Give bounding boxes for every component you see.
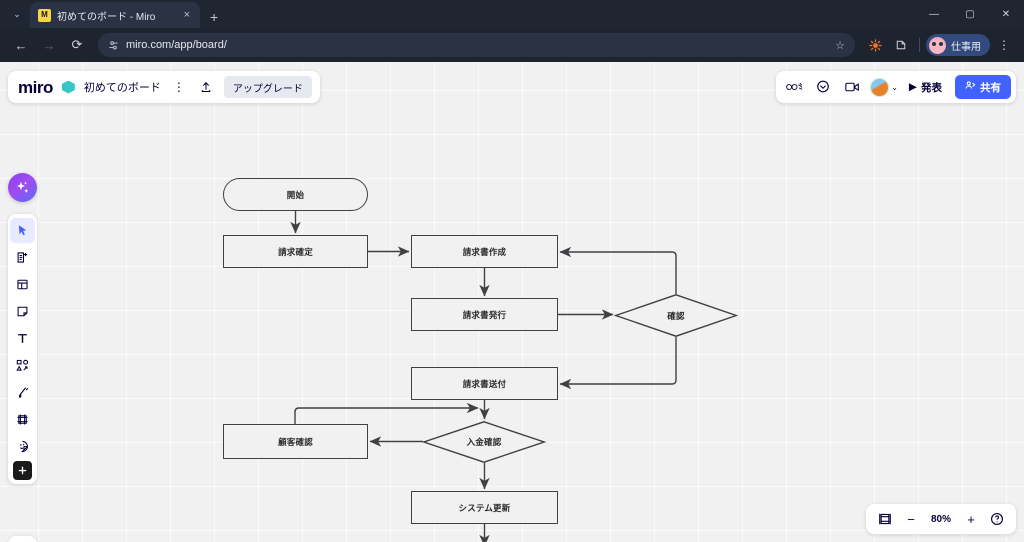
frame-layout-tool[interactable] <box>10 272 35 297</box>
fit-to-screen-icon[interactable] <box>874 508 896 530</box>
flow-node-create[interactable]: 請求書作成 <box>411 235 558 268</box>
back-icon[interactable]: ← <box>14 37 28 53</box>
flowchart: 開始 請求確定 請求書作成 請求書発行 確認 請求書送付 顧客確認 <box>0 62 1024 542</box>
board-cube-icon <box>61 80 75 94</box>
new-tab-button[interactable]: + <box>210 9 219 25</box>
zoom-in-button[interactable]: + <box>967 511 975 527</box>
timer-emoji-icon[interactable] <box>781 75 807 99</box>
close-window-icon[interactable]: ✕ <box>1001 8 1011 20</box>
avatar <box>870 77 890 97</box>
text-tool[interactable] <box>10 326 35 351</box>
share-button[interactable]: 共有 <box>955 75 1011 99</box>
miro-logo[interactable]: miro <box>18 77 53 97</box>
forward-icon[interactable]: → <box>42 37 56 53</box>
zoom-bar: − 80% + <box>866 504 1016 534</box>
miro-favicon: M <box>38 8 51 22</box>
frame-tool[interactable] <box>10 407 35 432</box>
flow-node-label: 請求書送付 <box>462 378 507 389</box>
sticker-tool[interactable] <box>10 434 35 459</box>
templates-tool[interactable] <box>10 245 35 270</box>
profile-name: 仕事用 <box>951 41 981 53</box>
export-upload-icon[interactable] <box>197 76 215 98</box>
bookmark-star-icon[interactable]: ☆ <box>835 39 845 52</box>
board-title[interactable]: 初めてのボード <box>83 82 161 94</box>
close-icon[interactable]: × <box>183 8 190 21</box>
tab-title: 初めてのボード - Miro <box>57 11 156 23</box>
user-avatar-group[interactable]: ⌄ <box>868 77 898 97</box>
present-label: 発表 <box>921 81 942 94</box>
url-text: miro.com/app/board/ <box>126 39 227 51</box>
share-label: 共有 <box>980 81 1001 94</box>
tab-strip: ⌄ M 初めてのボード - Miro × + — ▢ ✕ <box>0 0 1024 28</box>
url-bar[interactable]: miro.com/app/board/ ☆ <box>98 33 855 57</box>
zoom-out-button[interactable]: − <box>907 511 915 527</box>
play-icon: ▶ <box>908 81 917 93</box>
omnibox-bar: ← → ⟳ miro.com/app/board/ ☆ <box>0 28 1024 62</box>
miro-canvas[interactable]: 開始 請求確定 請求書作成 請求書発行 確認 請求書送付 顧客確認 <box>0 62 1024 542</box>
flow-node-label: 開始 <box>286 189 305 200</box>
present-button[interactable]: ▶ 発表 <box>901 75 950 99</box>
flow-node-label: 入金確認 <box>466 437 502 447</box>
pen-tool[interactable] <box>10 380 35 405</box>
video-call-icon[interactable] <box>839 75 865 99</box>
avatar <box>929 36 946 54</box>
chevron-down-icon[interactable]: ⌄ <box>891 82 898 92</box>
shapes-tool[interactable] <box>10 353 35 378</box>
left-toolbar <box>8 214 37 484</box>
flow-node-send[interactable]: 請求書送付 <box>411 367 558 400</box>
ai-sparkle-button[interactable] <box>8 173 37 202</box>
extensions-puzzle-icon[interactable] <box>889 33 913 57</box>
flow-node-label: 請求書発行 <box>462 309 507 320</box>
miro-header-left: miro 初めてのボード ⋮ アップグレード <box>8 71 320 103</box>
miro-header-right: ⌄ ▶ 発表 共有 <box>776 71 1016 103</box>
extension-orange-icon[interactable] <box>863 33 887 57</box>
undo-redo-group <box>8 536 37 542</box>
flow-node-payment[interactable]: 入金確認 <box>421 421 547 463</box>
flow-node-issue[interactable]: 請求書発行 <box>411 298 558 331</box>
more-apps-tool[interactable] <box>13 461 32 480</box>
comment-icon[interactable] <box>810 75 836 99</box>
window-controls: — ▢ ✕ <box>916 0 1024 28</box>
minimize-icon[interactable]: — <box>929 8 939 20</box>
maximize-icon[interactable]: ▢ <box>965 8 975 20</box>
flow-node-label: 確認 <box>667 310 685 321</box>
share-icon <box>965 80 976 94</box>
browser-tab[interactable]: M 初めてのボード - Miro × <box>30 2 200 28</box>
sticky-note-tool[interactable] <box>10 299 35 324</box>
flow-node-customer[interactable]: 顧客確認 <box>223 424 368 459</box>
flow-node-start[interactable]: 開始 <box>223 178 368 211</box>
browser-menu-icon[interactable]: ⋮ <box>998 38 1010 52</box>
board-menu-icon[interactable]: ⋮ <box>172 80 185 94</box>
flow-node-system[interactable]: システム更新 <box>411 491 558 524</box>
flow-node-confirm[interactable]: 請求確定 <box>223 235 368 268</box>
flow-node-label: 請求確定 <box>278 246 313 257</box>
divider <box>919 38 920 52</box>
profile-chip[interactable]: 仕事用 <box>926 34 990 56</box>
reload-icon[interactable]: ⟳ <box>71 37 83 52</box>
flow-node-label: 顧客確認 <box>278 436 313 447</box>
flow-node-label: 請求書作成 <box>462 246 507 257</box>
zoom-level[interactable]: 80% <box>930 513 951 525</box>
flow-node-check[interactable]: 確認 <box>613 294 739 337</box>
page-settings-icon[interactable] <box>108 40 119 51</box>
flow-node-label: システム更新 <box>458 502 511 513</box>
tab-search-icon[interactable]: ⌄ <box>13 8 21 19</box>
upgrade-button[interactable]: アップグレード <box>223 76 312 98</box>
select-tool[interactable] <box>10 218 35 243</box>
help-icon[interactable] <box>986 508 1008 530</box>
